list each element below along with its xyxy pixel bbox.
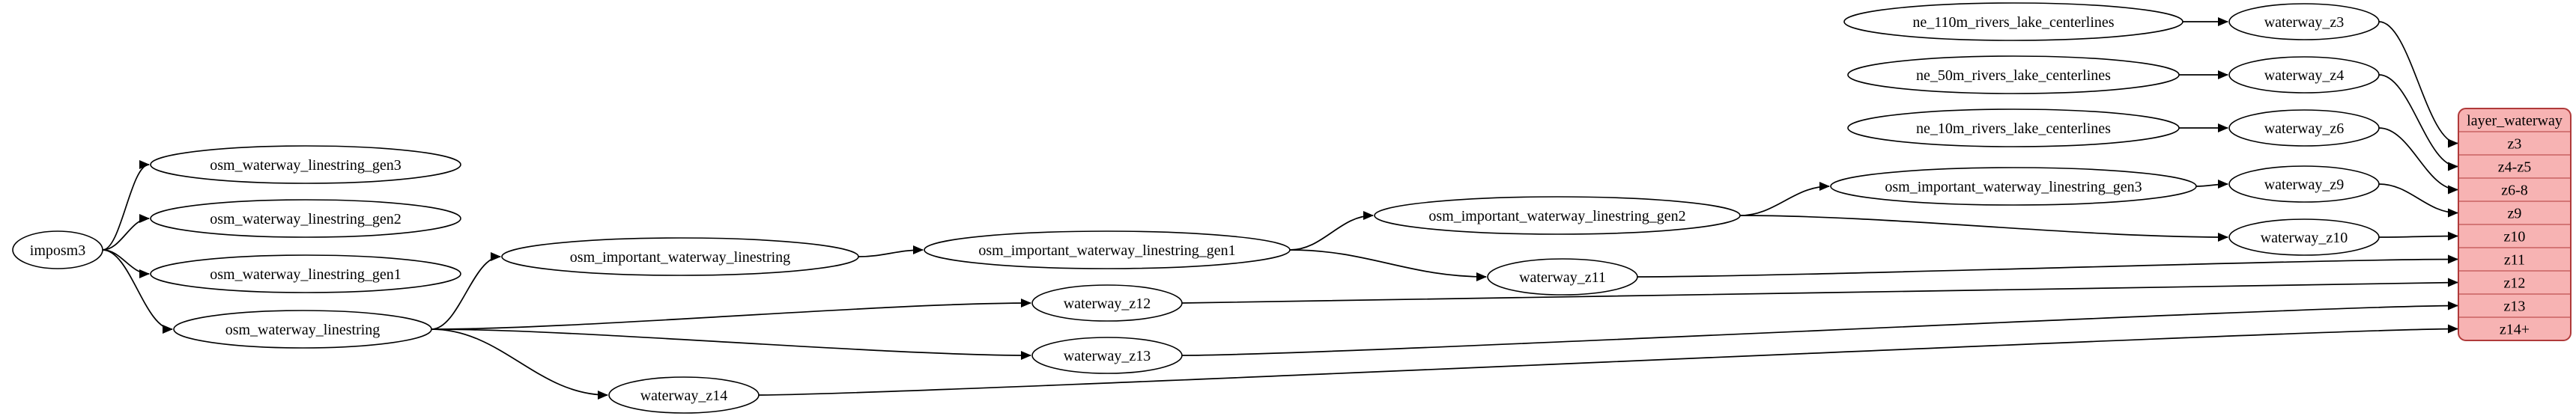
node-imposm3: imposm3: [12, 230, 103, 269]
node-label: waterway_z4: [2264, 67, 2345, 84]
node-ne_110m_rivers_lake_centerlines: ne_110m_rivers_lake_centerlines: [1843, 2, 2183, 41]
node-label: waterway_z13: [1064, 348, 1151, 364]
edge-waterway_z4-to-table:z4-z5: [2378, 74, 2458, 171]
node-shape: [1847, 108, 2180, 147]
node-waterway_z11: waterway_z11: [1487, 258, 1638, 296]
edge-imposm3-to-osm_waterway_linestring_gen3: [102, 160, 150, 251]
node-label: waterway_z11: [1519, 269, 1606, 286]
edge-osm_important_waterway_linestring_gen1-to-waterway_z11: [1289, 249, 1487, 281]
edge-waterway_z6-to-table:z6-8: [2378, 127, 2458, 195]
edge-imposm3-to-osm_waterway_linestring_gen2: [102, 214, 150, 251]
node-shape: [2228, 3, 2380, 40]
table-row-label: z4-z5: [2498, 159, 2531, 176]
node-shape: [1031, 284, 1183, 322]
table-row-label: z10: [2504, 229, 2526, 245]
node-osm_important_waterway_linestring_gen3: osm_important_waterway_linestring_gen3: [1830, 167, 2197, 206]
node-label: waterway_z9: [2264, 177, 2345, 193]
node-label: osm_important_waterway_linestring: [570, 249, 790, 266]
edge-waterway_z12-to-table:z12: [1181, 278, 2458, 304]
table-row-label: z6-8: [2501, 183, 2528, 199]
node-ne_50m_rivers_lake_centerlines: ne_50m_rivers_lake_centerlines: [1847, 55, 2180, 94]
table-header: layer_waterway: [2467, 113, 2563, 129]
node-shape: [150, 145, 461, 184]
node-waterway_z9: waterway_z9: [2228, 165, 2380, 203]
node-shape: [2228, 56, 2380, 94]
node-waterway_z3: waterway_z3: [2228, 3, 2380, 40]
node-shape: [1487, 258, 1638, 296]
node-label: ne_110m_rivers_lake_centerlines: [1912, 14, 2114, 31]
edge-osm_waterway_linestring-to-waterway_z14: [431, 328, 608, 400]
node-shape: [608, 376, 760, 414]
edge-waterway_z11-to-table:z11: [1637, 254, 2458, 278]
node-osm_important_waterway_linestring_gen2: osm_important_waterway_linestring_gen2: [1374, 196, 1741, 235]
edge-imposm3-to-osm_waterway_linestring_gen1: [102, 249, 150, 278]
node-label: ne_50m_rivers_lake_centerlines: [1916, 67, 2111, 84]
node-label: ne_10m_rivers_lake_centerlines: [1916, 120, 2111, 137]
node-waterway_z10: waterway_z10: [2228, 218, 2380, 256]
node-osm_important_waterway_linestring_gen1: osm_important_waterway_linestring_gen1: [924, 230, 1291, 269]
edge-osm_waterway_linestring-to-waterway_z12: [431, 299, 1031, 330]
node-label: waterway_z12: [1064, 296, 1151, 312]
edge-osm_waterway_linestring-to-osm_important_waterway_linestring: [431, 252, 501, 330]
node-label: osm_important_waterway_linestring_gen3: [1885, 179, 2142, 195]
node-waterway_z4: waterway_z4: [2228, 56, 2380, 94]
edge-osm_important_waterway_linestring-to-osm_important_waterway_linestring_gen1: [858, 245, 924, 257]
node-label: waterway_z3: [2264, 14, 2345, 31]
node-label: waterway_z14: [640, 388, 728, 404]
edge-osm_important_waterway_linestring_gen3-to-waterway_z9: [2195, 180, 2228, 189]
table-layer_waterway: layer_waterway z3 z4-z5 z6-8 z9 z10 z11 z12 z13 z…: [2458, 108, 2572, 341]
node-label: osm_important_waterway_linestring_gen2: [1428, 208, 1685, 224]
node-shape: [12, 230, 103, 269]
node-shape: [173, 310, 432, 349]
table-row-label: z14+: [2500, 322, 2530, 338]
edge-waterway_z3-to-table:z3: [2378, 21, 2458, 148]
node-shape: [2228, 109, 2380, 147]
table-row-label: z13: [2504, 299, 2526, 315]
node-waterway_z12: waterway_z12: [1031, 284, 1183, 322]
node-label: osm_important_waterway_linestring_gen1: [978, 242, 1235, 259]
node-label: waterway_z6: [2264, 120, 2345, 137]
edge-osm_waterway_linestring-to-waterway_z13: [431, 328, 1031, 360]
node-waterway_z14: waterway_z14: [608, 376, 760, 414]
edge-osm_important_waterway_linestring_gen2-to-osm_important_waterway_linestring_gen3: [1739, 182, 1830, 216]
edge-waterway_z9-to-table:z9: [2378, 183, 2458, 218]
node-shape: [1830, 167, 2197, 206]
node-shape: [501, 237, 859, 276]
node-shape: [150, 199, 461, 238]
node-shape: [1847, 55, 2180, 94]
edge-imposm3-to-osm_waterway_linestring: [102, 249, 173, 334]
table-row-label: z3: [2508, 136, 2522, 153]
node-osm_waterway_linestring_gen2: osm_waterway_linestring_gen2: [150, 199, 461, 238]
table-row-label: z11: [2504, 252, 2525, 269]
node-label: osm_waterway_linestring_gen1: [210, 266, 401, 283]
edge-waterway_z13-to-table:z13: [1181, 301, 2458, 356]
node-shape: [1374, 196, 1741, 235]
node-label: osm_waterway_linestring_gen2: [210, 211, 401, 227]
node-label: osm_waterway_linestring: [225, 322, 381, 338]
node-shape: [924, 230, 1291, 269]
node-label: waterway_z10: [2261, 230, 2348, 246]
node-osm_waterway_linestring_gen1: osm_waterway_linestring_gen1: [150, 254, 461, 293]
edge-osm_important_waterway_linestring_gen1-to-osm_important_waterway_linestring_gen2: [1289, 211, 1374, 251]
node-label: osm_waterway_linestring_gen3: [210, 157, 401, 174]
edge-waterway_z10-to-table:z10: [2378, 231, 2458, 241]
node-ne_10m_rivers_lake_centerlines: ne_10m_rivers_lake_centerlines: [1847, 108, 2180, 147]
node-osm_waterway_linestring_gen3: osm_waterway_linestring_gen3: [150, 145, 461, 184]
edge-osm_important_waterway_linestring_gen2-to-waterway_z10: [1739, 215, 2228, 242]
node-osm_important_waterway_linestring: osm_important_waterway_linestring: [501, 237, 859, 276]
node-shape: [1031, 337, 1183, 374]
table-row-label: z9: [2508, 206, 2522, 222]
node-shape: [2228, 218, 2380, 256]
edge-waterway_z14-to-table:z14+: [758, 324, 2458, 396]
node-label: imposm3: [30, 242, 85, 259]
node-waterway_z13: waterway_z13: [1031, 337, 1183, 374]
node-waterway_z6: waterway_z6: [2228, 109, 2380, 147]
table-row-label: z12: [2504, 275, 2526, 292]
node-osm_waterway_linestring: osm_waterway_linestring: [173, 310, 432, 349]
node-shape: [150, 254, 461, 293]
node-shape: [1843, 2, 2183, 41]
node-shape: [2228, 165, 2380, 203]
